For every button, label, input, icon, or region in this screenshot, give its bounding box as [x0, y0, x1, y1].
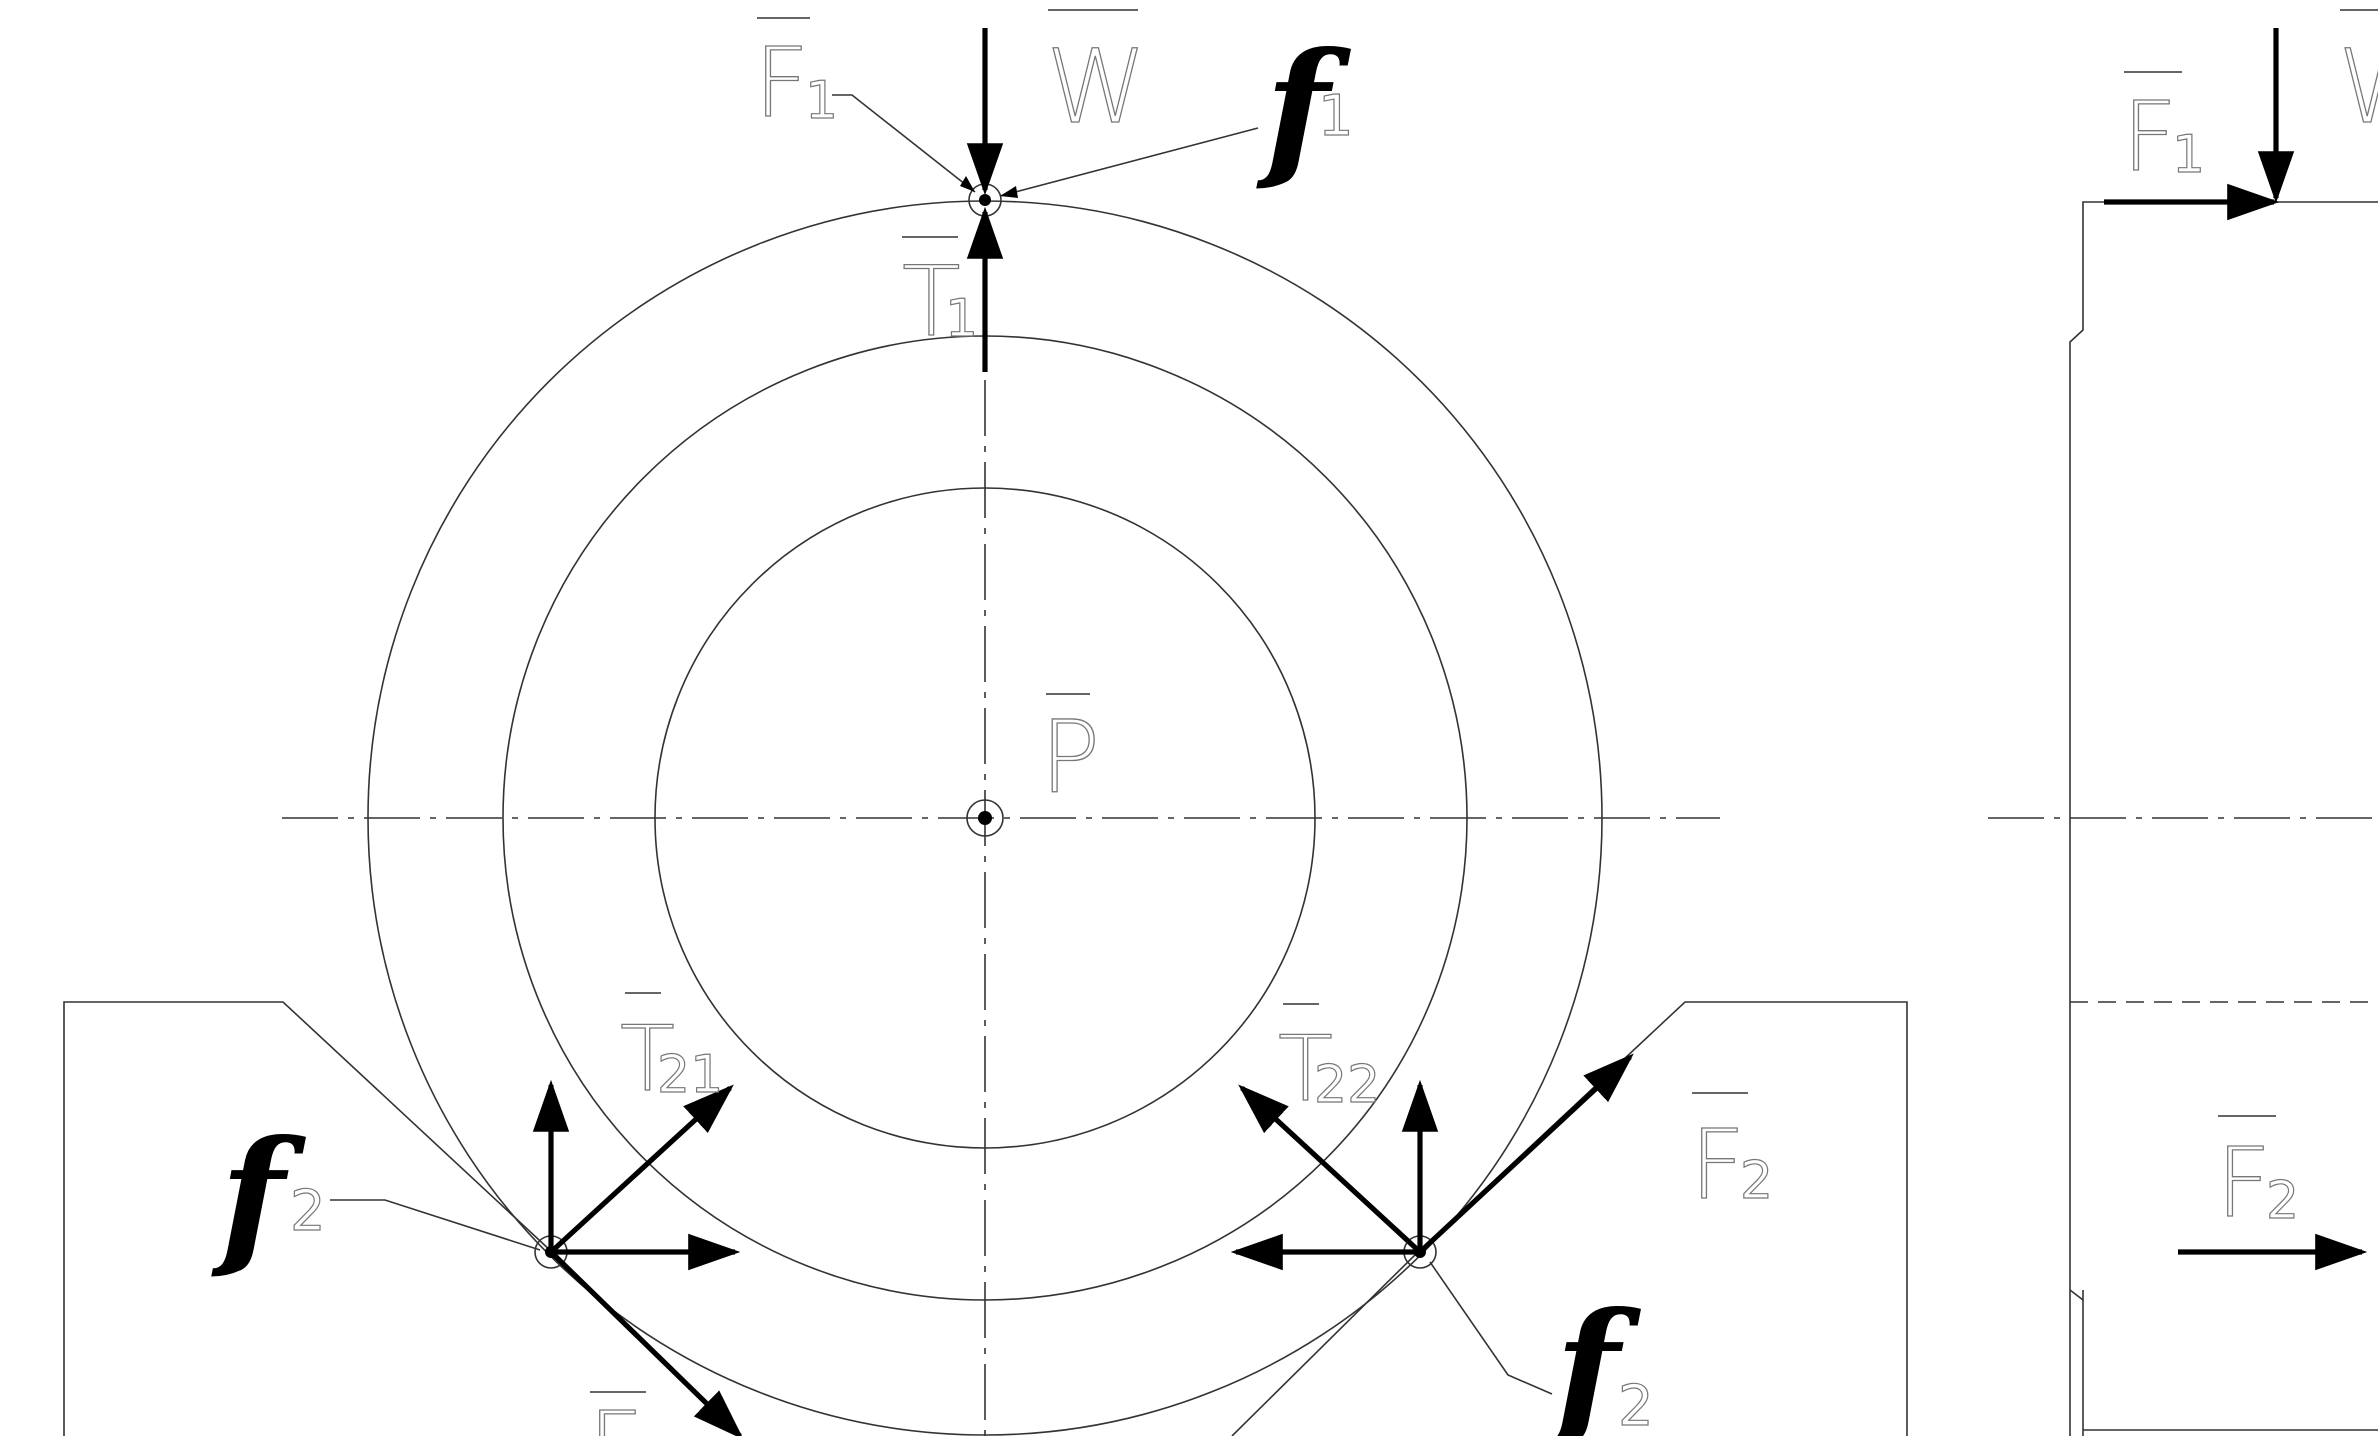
label-side-w: W [2338, 28, 2378, 147]
side-view: F 1 W F 2 [1988, 9, 2378, 1436]
v-block-right-outline [1417, 1001, 1908, 1436]
label-t22-sub: 22 [1314, 1055, 1380, 1115]
f2-left-leader [330, 1199, 541, 1251]
label-f2-bottom: F [588, 1391, 643, 1436]
label-f2-left-symbol-sub: 2 [290, 1179, 326, 1244]
label-f1-top: F [754, 27, 809, 139]
label-side-f1: F [2122, 81, 2177, 193]
label-side-f2-sub: 2 [2266, 1171, 2299, 1231]
t22-force-arrow [1238, 1084, 1422, 1254]
f2-right-force-arrow [1418, 1053, 1634, 1254]
label-f1-top-sub: 1 [805, 71, 838, 131]
label-p: P [1040, 699, 1100, 816]
label-t1-sub: 1 [945, 289, 978, 349]
label-t1: T [902, 246, 961, 358]
center-dot [978, 811, 992, 825]
f1-symbol-leader [999, 127, 1259, 197]
front-view: F 1 W f 1 T 1 P T 21 T 22 F 2 f 2 f 2 F [63, 9, 1908, 1436]
top-contact-dot [979, 194, 991, 206]
label-side-f2: F [2216, 1127, 2271, 1239]
v-block-left-outline [63, 1001, 553, 1436]
label-t21-sub: 21 [657, 1045, 723, 1105]
label-side-f1-sub: 1 [2172, 125, 2205, 185]
t21-force-arrow [549, 1084, 734, 1254]
center-ring [966, 799, 1004, 837]
v-block-lower-line [1231, 1251, 1419, 1436]
label-w-top: W [1046, 28, 1147, 147]
f2-right-leader [1429, 1261, 1553, 1395]
f1-top-leader [832, 94, 976, 193]
label-f2-right: F [1690, 1109, 1745, 1221]
f1-top-leader-tip [960, 176, 975, 192]
side-view-lower-notch [2069, 1289, 2084, 1301]
left-normal-arrow [549, 1250, 744, 1436]
label-t21: T [620, 1007, 675, 1112]
label-f1-symbol-sub: 1 [1318, 84, 1354, 149]
label-t22: T [1278, 1017, 1333, 1122]
f1-symbol-leader-tip [1000, 186, 1018, 198]
label-f2-right-sub: 2 [1740, 1151, 1773, 1211]
label-f2-right-symbol-sub: 2 [1618, 1374, 1654, 1436]
